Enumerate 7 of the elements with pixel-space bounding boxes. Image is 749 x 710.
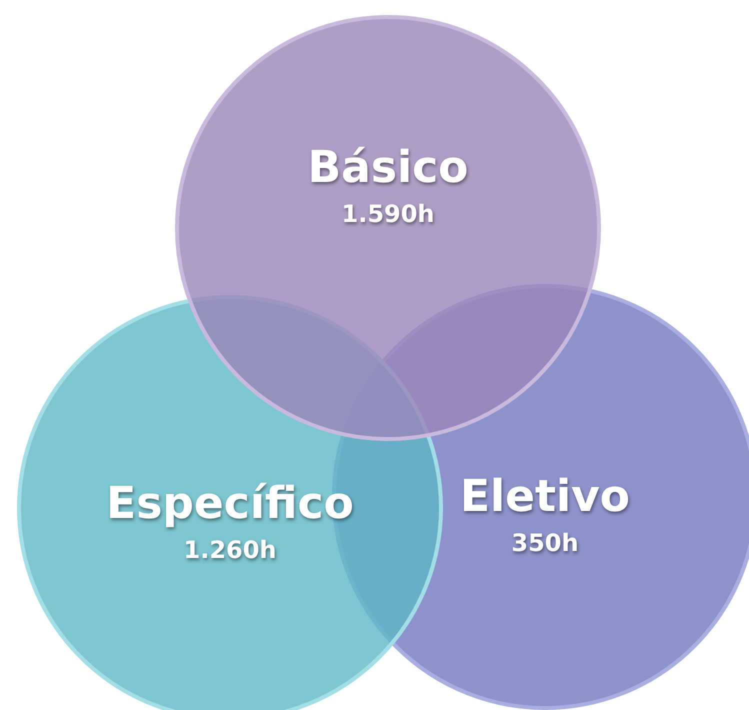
hours-value: 1.590h xyxy=(342,200,434,228)
hours-value: 1.260h xyxy=(184,536,276,564)
set-label: Eletivo xyxy=(460,471,630,522)
hours-value: 350h xyxy=(511,529,579,558)
set-label: Específico xyxy=(106,478,354,530)
set-label: Básico xyxy=(308,142,468,194)
venn-circle xyxy=(174,14,602,442)
